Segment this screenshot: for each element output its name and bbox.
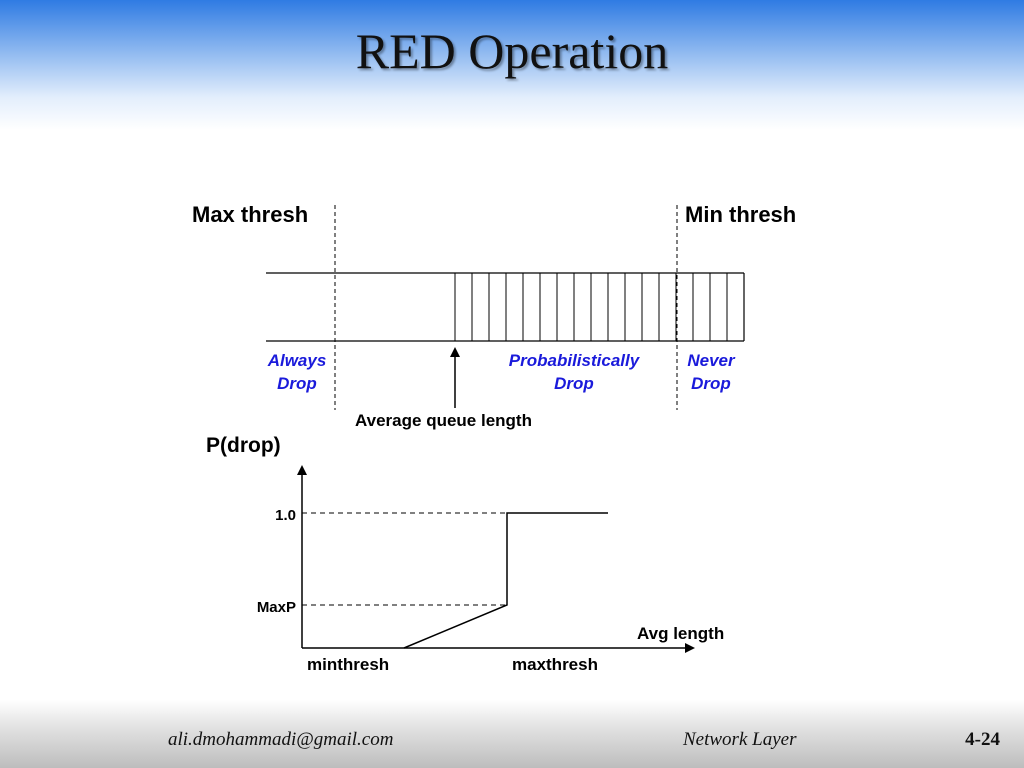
footer-chapter: Network Layer	[683, 729, 797, 750]
footer-email: ali.dmohammadi@gmail.com	[168, 729, 394, 750]
average-queue-length-label: Average queue length	[355, 411, 532, 430]
queue-packet-slots	[454, 273, 728, 341]
footer-page-number: 4-24	[965, 729, 1000, 750]
always-drop-line1: Always	[267, 351, 327, 370]
queue-box	[266, 272, 745, 342]
x-tick-maxthresh: maxthresh	[512, 655, 598, 674]
min-thresh-label: Min thresh	[685, 202, 796, 227]
slide-title: RED Operation	[355, 23, 669, 79]
footer-background	[0, 700, 1024, 768]
y-tick-maxp: MaxP	[257, 599, 296, 616]
always-drop-line2: Drop	[277, 374, 317, 393]
probabilistic-drop-line1: Probabilistically	[509, 351, 641, 370]
x-tick-minthresh: minthresh	[307, 655, 389, 674]
drop-probability-curve	[403, 512, 608, 649]
max-thresh-label: Max thresh	[192, 202, 308, 227]
y-tick-1: 1.0	[275, 507, 296, 524]
probabilistic-drop-line2: Drop	[554, 374, 594, 393]
x-axis-title: Avg length	[637, 624, 724, 643]
title-background	[0, 0, 1024, 130]
never-drop-line2: Drop	[691, 374, 731, 393]
y-axis-title: P(drop)	[206, 434, 281, 457]
never-drop-line1: Never	[687, 351, 736, 370]
